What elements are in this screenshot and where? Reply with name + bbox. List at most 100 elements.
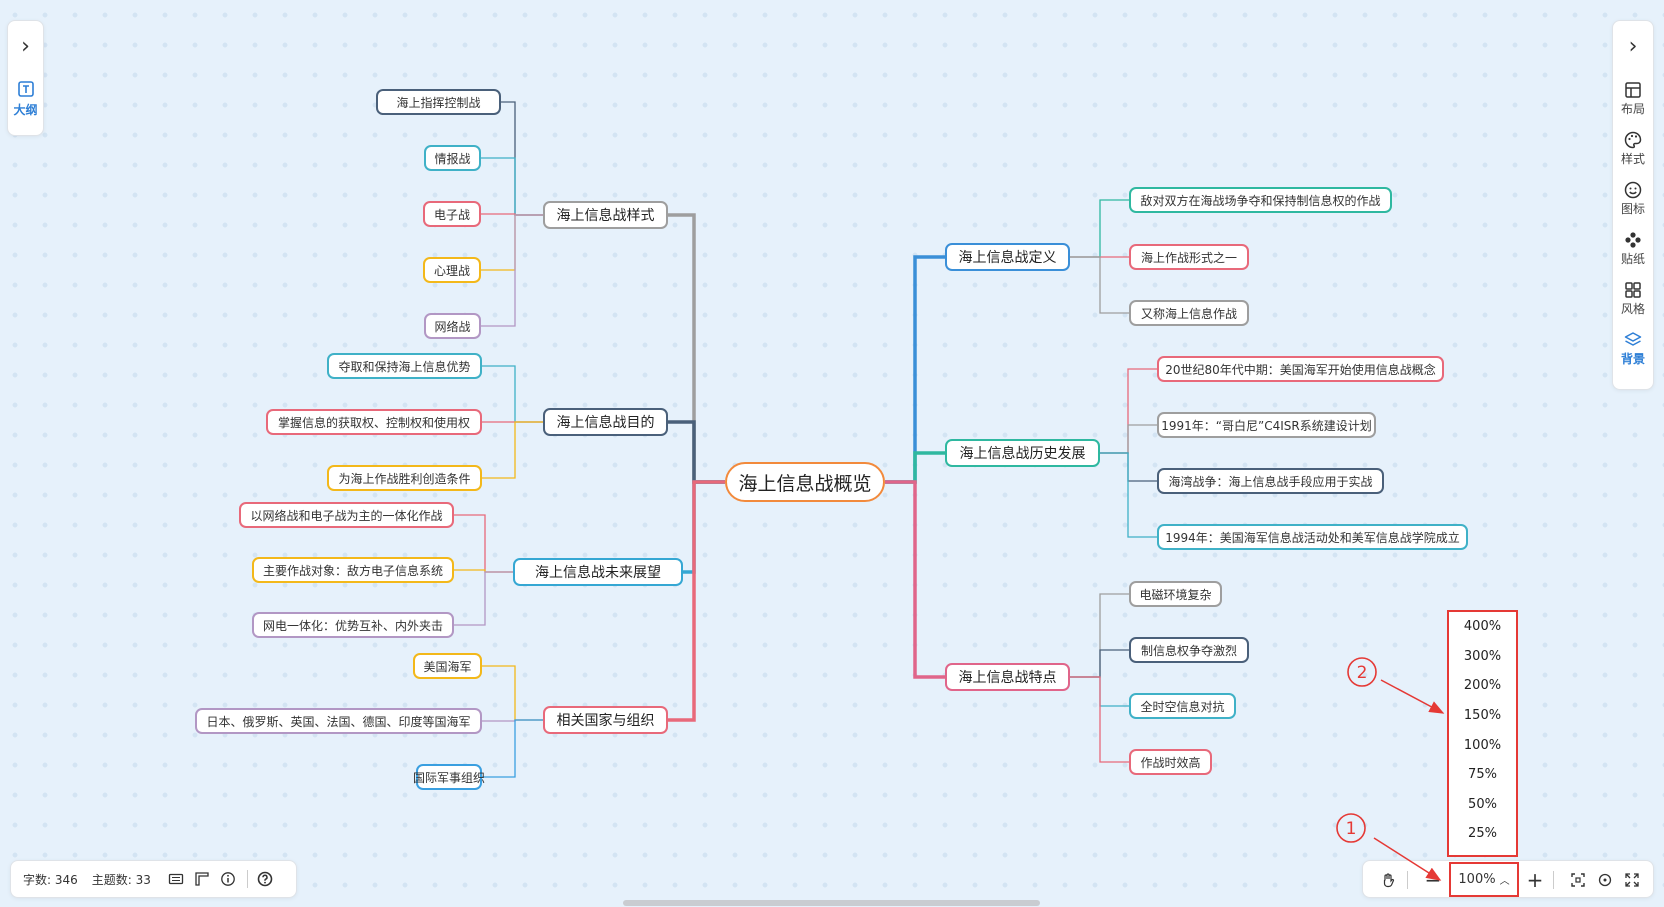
theme-button[interactable]: 风格	[1613, 273, 1653, 323]
subtopic[interactable]: 为海上作战胜利创造条件	[327, 465, 482, 491]
main-topic[interactable]: 海上信息战定义	[945, 243, 1070, 271]
zoom-toolbar: − 100% ︿ +	[1362, 860, 1654, 898]
subtopic[interactable]: 网电一体化：优势互补、内外夹击	[252, 612, 454, 638]
zoom-in-button[interactable]: +	[1526, 868, 1544, 892]
zoom-option[interactable]: 100%	[1463, 737, 1502, 753]
status-bar: 字数: 346 主题数: 33	[10, 860, 297, 898]
divider	[1553, 871, 1554, 889]
zoom-level-value: 100%	[1458, 872, 1496, 887]
fullscreen-icon[interactable]	[1621, 869, 1643, 891]
main-topic[interactable]: 海上信息战样式	[543, 201, 668, 229]
subtopic[interactable]: 国际军事组织	[413, 764, 485, 790]
subtopic[interactable]: 电磁环境复杂	[1129, 581, 1222, 607]
zoom-option[interactable]: 50%	[1468, 796, 1497, 812]
main-topic[interactable]: 海上信息战目的	[543, 408, 668, 436]
chevron-right-icon: ›	[1628, 34, 1638, 59]
branch-connector	[683, 480, 725, 574]
subtopic-connector	[454, 514, 513, 573]
main-topic[interactable]: 相关国家与组织	[543, 706, 668, 734]
subtopic[interactable]: 1991年：“哥白尼”C4ISR系统建设计划	[1157, 412, 1376, 438]
subtopic[interactable]: 网络战	[424, 313, 481, 339]
branch-connector	[668, 480, 725, 722]
main-topic[interactable]: 海上信息战历史发展	[945, 439, 1100, 467]
subtopic[interactable]: 海湾战争：海上信息战手段应用于实战	[1157, 468, 1384, 494]
outline-button[interactable]: 大纲	[8, 73, 43, 123]
style-label: 样式	[1620, 151, 1645, 166]
background-label: 背景	[1620, 351, 1645, 366]
subtopic[interactable]: 心理战	[423, 257, 481, 283]
zoom-option[interactable]: 150%	[1463, 708, 1502, 724]
outline-icon	[17, 80, 34, 97]
collapse-right-button[interactable]: ›	[1613, 21, 1653, 73]
zoom-option[interactable]: 300%	[1463, 648, 1502, 664]
subtopic[interactable]: 以网络战和电子战为主的一体化作战	[239, 502, 454, 528]
branch-connector	[885, 451, 945, 484]
right-panel: › 布局 样式 图标 贴纸 风格 背景	[1612, 20, 1654, 390]
icon-label: 图标	[1620, 201, 1645, 216]
info-icon[interactable]	[217, 868, 239, 890]
subtopic-connector	[454, 571, 513, 626]
subtopic-connector	[482, 719, 543, 778]
subtopic[interactable]: 又称海上信息作战	[1129, 300, 1249, 326]
subtopic[interactable]: 作战时效高	[1129, 749, 1212, 775]
sticker-icon	[1625, 231, 1641, 248]
subtopic-connector	[1100, 452, 1157, 538]
divider	[246, 870, 248, 888]
subtopic-connector	[1070, 649, 1129, 678]
locate-center-icon[interactable]	[1594, 869, 1616, 891]
branch-connector	[668, 420, 725, 484]
subtopic[interactable]: 美国海军	[413, 653, 482, 679]
subtopic-connector	[1070, 199, 1129, 258]
subtopic[interactable]: 日本、俄罗斯、英国、法国、德国、印度等国海军	[195, 708, 482, 734]
main-topic[interactable]: 海上信息战未来展望	[513, 558, 683, 586]
chevron-right-icon: ›	[21, 34, 30, 59]
horizontal-scrollbar[interactable]	[623, 900, 1040, 906]
branch-connector	[885, 480, 945, 679]
layers-icon	[1624, 331, 1642, 346]
chevron-up-icon: ︿	[1499, 876, 1510, 887]
theme-label: 风格	[1620, 301, 1645, 316]
icon-button[interactable]: 图标	[1613, 173, 1653, 223]
subtopic[interactable]: 夺取和保持海上信息优势	[327, 353, 482, 379]
background-button[interactable]: 背景	[1613, 323, 1653, 373]
zoom-out-button[interactable]: −	[1424, 868, 1442, 892]
zoom-option[interactable]: 400%	[1463, 619, 1502, 635]
grid-icon	[1625, 281, 1641, 298]
ruler-icon[interactable]	[191, 868, 213, 890]
root-topic[interactable]: 海上信息战概览	[725, 462, 885, 502]
subtopic[interactable]: 掌握信息的获取权、控制权和使用权	[266, 409, 482, 435]
subtopic[interactable]: 主要作战对象：敌方电子信息系统	[252, 557, 454, 583]
style-button[interactable]: 样式	[1613, 123, 1653, 173]
hand-icon[interactable]	[1377, 869, 1399, 891]
layout-icon	[1625, 81, 1641, 98]
layout-button[interactable]: 布局	[1613, 73, 1653, 123]
branch-connector	[668, 213, 725, 484]
topic-count: 主题数: 33	[91, 872, 151, 887]
collapse-left-button[interactable]: ›	[8, 21, 43, 73]
zoom-option[interactable]: 75%	[1468, 767, 1497, 783]
subtopic[interactable]: 海上指挥控制战	[376, 89, 501, 115]
subtopic-connector	[1070, 256, 1129, 314]
subtopic[interactable]: 20世纪80年代中期：美国海军开始使用信息战概念	[1157, 356, 1444, 382]
main-topic[interactable]: 海上信息战特点	[945, 663, 1070, 691]
subtopic[interactable]: 海上作战形式之一	[1129, 244, 1249, 270]
divider	[1407, 871, 1408, 889]
left-panel: › 大纲	[7, 20, 44, 136]
subtopic-connector	[482, 421, 543, 479]
sticker-button[interactable]: 贴纸	[1613, 223, 1653, 273]
subtopic[interactable]: 全时空信息对抗	[1129, 693, 1236, 719]
keyboard-icon[interactable]	[165, 868, 187, 890]
zoom-option[interactable]: 200%	[1463, 678, 1502, 694]
subtopic-connector	[482, 665, 543, 721]
subtopic[interactable]: 制信息权争夺激烈	[1129, 637, 1249, 663]
subtopic-connector	[1070, 676, 1129, 763]
zoom-option[interactable]: 25%	[1468, 826, 1497, 842]
subtopic-connector	[481, 214, 543, 271]
subtopic[interactable]: 敌对双方在海战场争夺和保持制信息权的作战	[1129, 187, 1392, 213]
zoom-level-dropdown[interactable]: 100% ︿	[1449, 862, 1519, 897]
subtopic[interactable]: 电子战	[423, 201, 481, 227]
subtopic[interactable]: 1994年：美国海军信息战活动处和美军信息战学院成立	[1157, 524, 1468, 550]
fit-screen-icon[interactable]	[1567, 869, 1589, 891]
subtopic[interactable]: 情报战	[424, 145, 481, 171]
help-icon[interactable]	[254, 868, 276, 890]
